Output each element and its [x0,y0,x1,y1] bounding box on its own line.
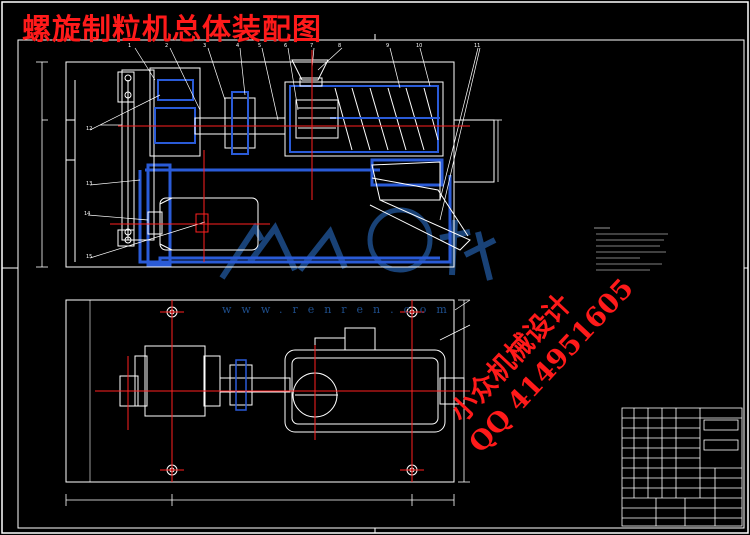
svg-text:10: 10 [416,43,422,49]
zone-ticks [2,34,748,533]
svg-text:5: 5 [258,43,261,49]
svg-text:11: 11 [474,43,480,49]
coupling-plan [219,359,291,411]
plan-view [65,299,470,506]
svg-text:3: 3 [203,43,206,49]
svg-text:4: 4 [236,43,239,49]
plan-dimension-lines [65,299,470,506]
title-block [621,407,743,527]
right-support [453,119,495,183]
dimension-lines [36,61,502,268]
svg-text:14: 14 [84,211,90,217]
front-view-centerlines [110,50,470,262]
svg-text:1: 1 [128,43,131,49]
svg-text:9: 9 [386,43,389,49]
motor-plan [119,345,221,417]
svg-text:12: 12 [86,126,92,132]
svg-text:6: 6 [284,43,287,49]
plan-view-centerlines [95,300,470,482]
svg-text:7: 7 [310,43,313,49]
technical-requirements [594,227,668,271]
drawing-title: 螺旋制粒机总体装配图 [22,12,323,46]
watermark-url: www.renren.com [222,303,457,316]
leader-lines [87,47,481,341]
screw-barrel [284,59,444,157]
inner-border [17,39,745,529]
barrel-plan [284,327,465,433]
svg-text:8: 8 [338,43,341,49]
svg-text:2: 2 [165,43,168,49]
svg-text:15: 15 [86,254,92,260]
belt [127,80,135,240]
gearbox [117,67,201,247]
svg-text:13: 13 [86,181,92,187]
coupling [194,91,286,155]
